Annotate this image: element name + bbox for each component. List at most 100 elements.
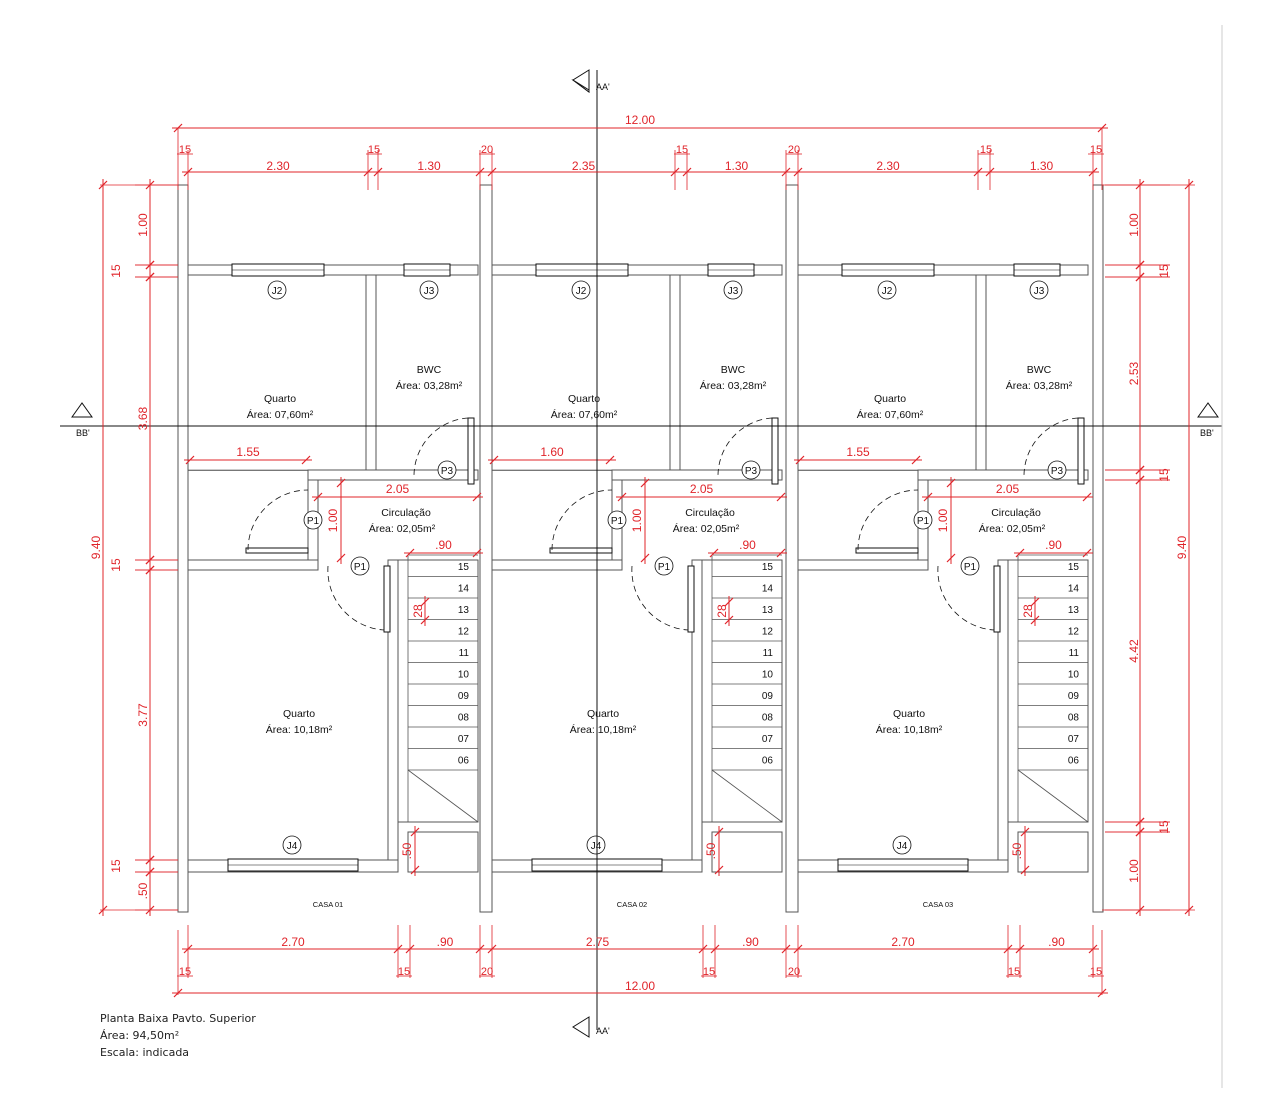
dim-tick bbox=[173, 988, 183, 998]
casa-2-label-j4: J4 bbox=[591, 841, 602, 852]
casa-2-quarto-top-area: Área: 07,60m² bbox=[551, 408, 618, 421]
casa-3-wall-circ-top bbox=[917, 469, 1089, 481]
dim-tick bbox=[420, 597, 430, 607]
casa-3-circ-label: Circulação bbox=[991, 507, 1041, 519]
dim-top-wall-6: 15 bbox=[1090, 144, 1102, 156]
casa-1-label-j3-circle bbox=[419, 280, 439, 300]
casa-2-door-p3 bbox=[771, 417, 779, 485]
dim-bottom-wall-3: 15 bbox=[703, 966, 715, 978]
casa-2-stair-step-10: 10 bbox=[762, 670, 774, 681]
dim-tick bbox=[472, 548, 482, 558]
casa-1-stair-step-13: 13 bbox=[458, 605, 470, 616]
dim-left-label-0: 1.00 bbox=[136, 213, 150, 237]
casa-2-stair-step-06: 06 bbox=[762, 756, 774, 767]
wall-vertical-0 bbox=[177, 184, 189, 913]
casa-1-label-j2-circle bbox=[267, 280, 287, 300]
casa-1-stair-step-07: 07 bbox=[458, 734, 470, 745]
wall-vertical-2 bbox=[785, 184, 799, 913]
casa-2-label-j3-circle bbox=[723, 280, 743, 300]
dim-bottom-seg-2-label: 2.75 bbox=[586, 935, 610, 949]
dim-tick bbox=[1020, 865, 1030, 875]
casa-1-dim-stair-width-label: .90 bbox=[435, 538, 452, 552]
dim-right-label-3: 15 bbox=[1157, 468, 1171, 482]
casa-2-wall-q1-bottom bbox=[491, 469, 613, 471]
casa-2-stair-step-15: 15 bbox=[762, 562, 774, 573]
dim-right-label-2: 2.53 bbox=[1127, 361, 1141, 385]
casa-2-stair-step-13: 13 bbox=[762, 605, 774, 616]
casa-2-label-j2-circle bbox=[571, 280, 591, 300]
casa-1-door-p1a-swing bbox=[247, 489, 309, 551]
casa-1-stair-step-12: 12 bbox=[458, 627, 470, 638]
casa-1-dim-tread-label: 28 bbox=[411, 604, 425, 618]
casa-3-dim-tread-label: 28 bbox=[1021, 604, 1035, 618]
caption-title: Planta Baixa Pavto. Superior bbox=[100, 1012, 256, 1025]
dim-left-label-6: .50 bbox=[136, 882, 150, 899]
dim-left-label-2: 3.68 bbox=[136, 406, 150, 430]
dim-tick bbox=[946, 478, 956, 488]
casa-3-stair-step-08: 08 bbox=[1068, 713, 1080, 724]
casa-3-label-j4: J4 bbox=[897, 841, 908, 852]
dim-tick bbox=[617, 492, 627, 502]
casa-1-wall-top bbox=[187, 264, 479, 276]
dim-left-label-4: 3.77 bbox=[136, 703, 150, 727]
casa-1-bwc-area: Área: 03,28m² bbox=[396, 379, 463, 392]
casa-3-door-p3 bbox=[1077, 417, 1085, 485]
section-arrow-bb-right bbox=[1197, 402, 1219, 418]
casa-2-wall-mid bbox=[491, 559, 623, 571]
dim-right-label-1: 15 bbox=[1157, 264, 1171, 278]
casa-3-bwc-area: Área: 03,28m² bbox=[1006, 379, 1073, 392]
section-label-aa-bottom: AA' bbox=[596, 1026, 610, 1036]
dim-tick bbox=[336, 553, 346, 563]
casa-1-stair-step-06: 06 bbox=[458, 756, 470, 767]
dim-bottom-seg-1-label: .90 bbox=[437, 935, 454, 949]
dim-bottom-wall-1: 15 bbox=[398, 966, 410, 978]
casa-2-stair-step-07: 07 bbox=[762, 734, 774, 745]
dim-bottom-wall-0: 15 bbox=[179, 966, 191, 978]
dim-bottom-wall-4: 20 bbox=[788, 966, 800, 978]
section-label-bb-left: BB' bbox=[76, 428, 90, 438]
casa-2-door-p1b-swing bbox=[631, 565, 689, 631]
casa-3-door-p1b-swing bbox=[937, 565, 995, 631]
casa-3-stair-step-06: 06 bbox=[1068, 756, 1080, 767]
casa-1-stair-step-08: 08 bbox=[458, 713, 470, 724]
casa-2-dim-circ-width-label: 2.05 bbox=[690, 482, 714, 496]
dim-tick bbox=[923, 492, 933, 502]
casa-2-wall-circ-top bbox=[611, 469, 783, 481]
dim-top-seg-5-label: 1.30 bbox=[1030, 159, 1054, 173]
casa-2-label-p3-circle bbox=[741, 460, 761, 480]
casa-2-stair-step-12: 12 bbox=[762, 627, 774, 638]
casa-2-dim-landing-label: .50 bbox=[704, 842, 718, 859]
dim-tick bbox=[472, 492, 482, 502]
casa-1-dim-circ-height-label: 1.00 bbox=[326, 508, 340, 532]
casa-3-label-j3: J3 bbox=[1034, 286, 1045, 297]
casa-3-stair-step-14: 14 bbox=[1068, 584, 1080, 595]
section-arrow-aa-bottom bbox=[572, 1016, 590, 1038]
dim-top-wall-4: 20 bbox=[788, 144, 800, 156]
casa-1-circ-label: Circulação bbox=[381, 507, 431, 519]
casa-2-stair-diagonal bbox=[711, 769, 783, 823]
dim-tick bbox=[776, 492, 786, 502]
dim-tick bbox=[1020, 827, 1030, 837]
dim-tick bbox=[1082, 492, 1092, 502]
casa-3-stair-step-12: 12 bbox=[1068, 627, 1080, 638]
dim-right-label-0: 1.00 bbox=[1127, 213, 1141, 237]
section-arrow-bb-left bbox=[71, 402, 93, 418]
dim-tick bbox=[410, 827, 420, 837]
casa-3-label-j4-circle bbox=[892, 835, 912, 855]
dim-right-label-4: 4.42 bbox=[1127, 639, 1141, 663]
dim-bottom-seg-0-label: 2.70 bbox=[281, 935, 305, 949]
casa-3-stair-step-10: 10 bbox=[1068, 670, 1080, 681]
casa-1-quarto-top-label: Quarto bbox=[264, 393, 296, 405]
wall-vertical-3 bbox=[1092, 184, 1104, 913]
dim-tick bbox=[714, 865, 724, 875]
dim-tick bbox=[911, 455, 921, 465]
casa-3-dim-stair-width-label: .90 bbox=[1045, 538, 1062, 552]
casa-2-label-p1a: P1 bbox=[611, 516, 624, 527]
casa-1-door-p1b bbox=[383, 565, 391, 633]
casa-2-door-p1b bbox=[687, 565, 695, 633]
casa-3-stair-step-11: 11 bbox=[1069, 648, 1080, 659]
casa-1-stair-step-11: 11 bbox=[459, 648, 470, 659]
casa-3-stair-step-07: 07 bbox=[1068, 734, 1080, 745]
dim-tick bbox=[185, 455, 195, 465]
dim-right-label-5: 15 bbox=[1157, 820, 1171, 834]
